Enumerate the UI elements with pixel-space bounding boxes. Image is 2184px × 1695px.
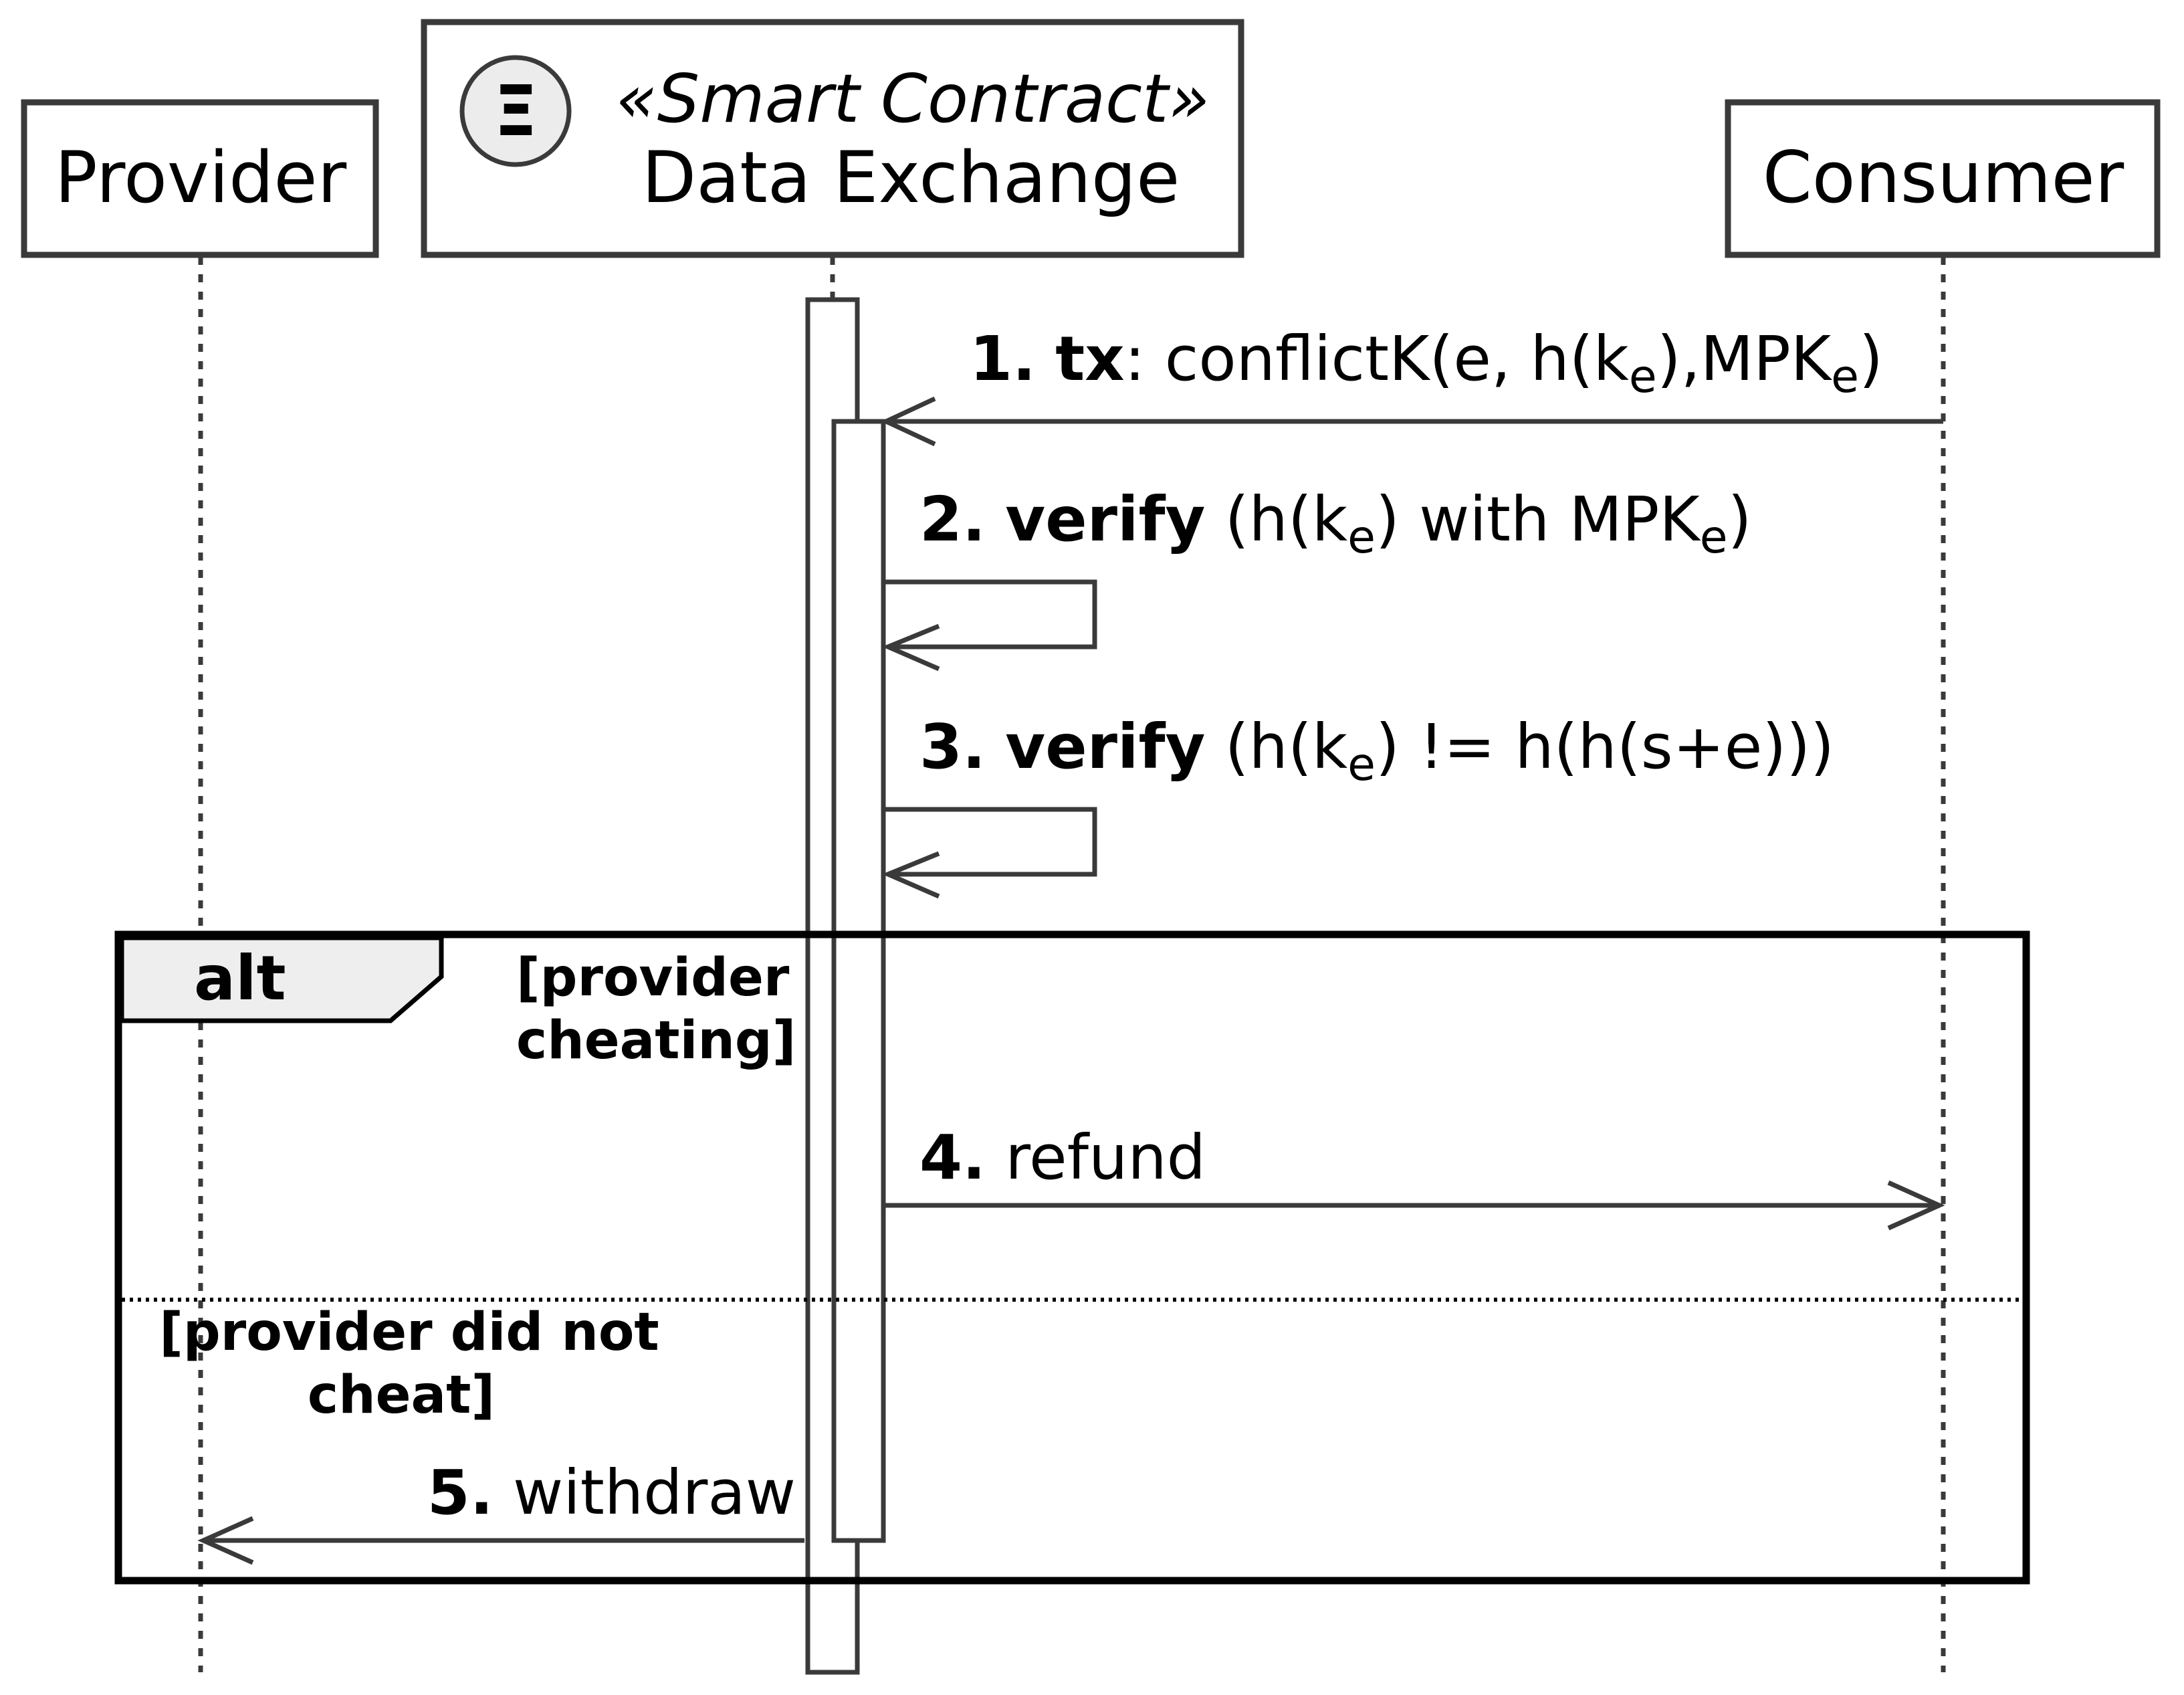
participant-consumer: Consumer: [1725, 99, 2161, 258]
message-2-text-c: ): [1728, 484, 1752, 555]
message-4: 4. refund: [883, 1122, 1945, 1231]
consumer-label: Consumer: [1763, 136, 2124, 219]
message-1-text-a: : conflictK(e, h(k: [1125, 323, 1630, 395]
exchange-label: Data Exchange: [642, 136, 1180, 219]
message-2-sub-b: e: [1700, 511, 1728, 564]
message-1-text-b: ),MPK: [1657, 323, 1833, 395]
alt-guard-2-line-1: [provider did not: [159, 1302, 659, 1363]
alt-operator-label: alt: [194, 942, 286, 1014]
alt-guard-2-line-2: cheat]: [308, 1365, 495, 1425]
message-4-arrowhead: [1887, 1180, 1945, 1231]
participant-provider: Provider: [21, 99, 379, 258]
message-2-label: 2. verify (h(ke) with MPKe): [919, 484, 1751, 564]
alt-frame: [114, 930, 2030, 1585]
message-2-number: 2.: [919, 484, 986, 555]
alt-guard-1-line-1: [provider: [516, 948, 790, 1008]
message-4-label: 4. refund: [919, 1122, 1206, 1193]
message-1-keyword: tx: [1055, 323, 1124, 395]
alt-guard-1-line-2: cheating]: [516, 1011, 796, 1071]
activation-bar-inner: [831, 419, 886, 1543]
ethereum-xi-icon: Ξ: [459, 55, 572, 167]
message-4-number: 4.: [919, 1122, 986, 1193]
consumer-box: [1725, 99, 2161, 258]
message-2-sub-a: e: [1347, 511, 1376, 564]
message-1-sub-b: e: [1831, 351, 1859, 403]
message-2-arrowhead: [881, 623, 940, 672]
message-3-line: [883, 807, 1097, 877]
message-2-text-a: (h(k: [1206, 484, 1348, 555]
message-3-label: 3. verify (h(ke) != h(h(s+e))): [919, 711, 1834, 791]
message-2: 2. verify (h(ke) with MPKe): [881, 484, 1751, 672]
participant-data-exchange: Ξ «Smart Contract» Data Exchange: [421, 19, 1244, 258]
message-1-text-c: ): [1859, 323, 1883, 395]
message-4-text: refund: [986, 1122, 1206, 1193]
message-1-number: 1.: [970, 323, 1036, 395]
message-5-label: 5. withdraw: [427, 1457, 796, 1528]
message-2-text-b: ) with MPK: [1376, 484, 1701, 555]
message-5-text: withdraw: [494, 1457, 796, 1528]
message-1-arrowhead: [880, 396, 936, 447]
message-5-arrowhead: [197, 1516, 254, 1565]
icon-circle: [459, 55, 572, 167]
provider-box: [21, 99, 379, 258]
message-3-keyword: verify: [1005, 711, 1205, 783]
exchange-stereotype: «Smart Contract»: [616, 60, 1210, 138]
provider-label: Provider: [55, 136, 347, 219]
message-5-number: 5.: [427, 1457, 494, 1528]
icon-glyph: Ξ: [494, 70, 538, 152]
message-3-text-a: (h(k: [1206, 711, 1348, 783]
message-3-number: 3.: [919, 711, 986, 783]
message-1-sub-a: e: [1629, 351, 1657, 403]
message-3-sub-a: e: [1347, 738, 1376, 791]
message-2-line: [883, 579, 1097, 650]
message-3-text-b: ) != h(h(s+e))): [1376, 711, 1834, 783]
message-5: 5. withdraw: [197, 1457, 804, 1565]
message-2-keyword: verify: [1005, 484, 1205, 555]
message-1: 1. tx: conflictK(e, h(ke),MPKe): [880, 323, 1943, 447]
alt-operator-tab: [119, 935, 444, 1023]
message-1-label: 1. tx: conflictK(e, h(ke),MPKe): [970, 323, 1883, 403]
message-3-arrowhead: [881, 851, 940, 899]
message-3: 3. verify (h(ke) != h(h(s+e))): [881, 711, 1834, 899]
